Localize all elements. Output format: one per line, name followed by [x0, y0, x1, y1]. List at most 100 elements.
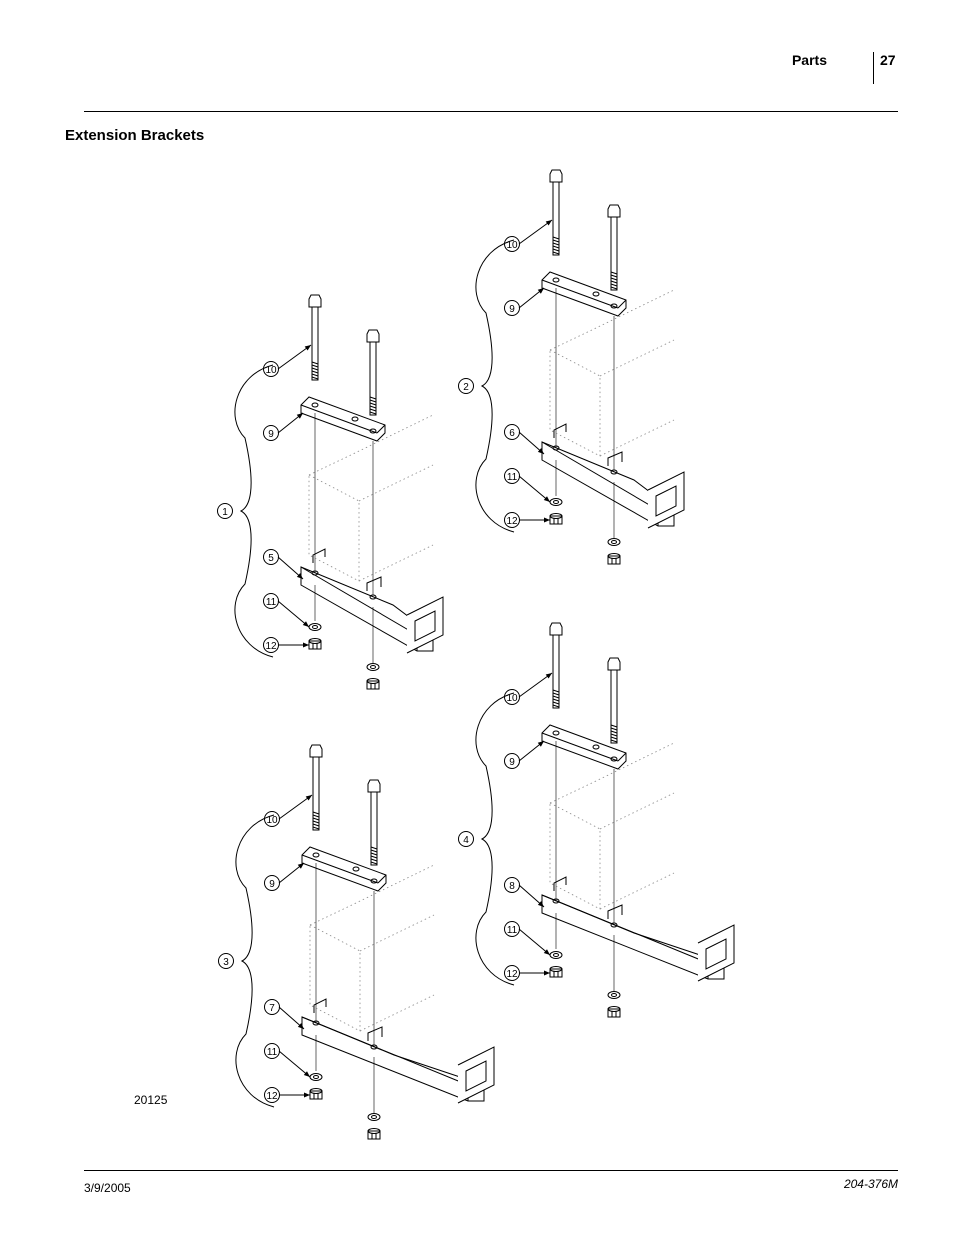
assembly-brace: [475, 239, 515, 533]
callout-label: 9: [269, 879, 275, 890]
nut: [549, 968, 563, 978]
leader-arrow: [544, 517, 550, 523]
leader-arrow: [537, 288, 544, 294]
leader-arrow: [303, 642, 309, 648]
leader-line: [518, 928, 551, 956]
leader-line: [518, 219, 553, 245]
callout-label: 1: [222, 507, 228, 518]
leader-arrow: [545, 220, 552, 226]
bolt: [308, 294, 322, 381]
leader-line: [278, 1050, 311, 1078]
clip-tab: [313, 998, 327, 1013]
page-number: 27: [880, 52, 896, 68]
callout-label: 12: [265, 641, 277, 652]
assembly-brace: [235, 814, 275, 1108]
clamp-plate: [301, 846, 387, 892]
bolt: [367, 779, 381, 866]
leader-arrow: [543, 496, 550, 502]
callout-label: 3: [223, 957, 229, 968]
washer: [549, 498, 563, 506]
leader-arrow: [305, 795, 312, 801]
callout-label: 10: [265, 365, 277, 376]
footer-date: 3/9/2005: [84, 1181, 131, 1195]
clip-tab: [553, 876, 567, 891]
assembly-brace: [475, 692, 515, 986]
callout-label: 11: [266, 597, 277, 608]
clip-tab: [607, 904, 623, 919]
callout-label: 4: [463, 835, 469, 846]
callout-label: 2: [463, 382, 469, 393]
nut: [607, 1008, 621, 1018]
leader-arrow: [543, 949, 550, 955]
bolt: [607, 204, 621, 291]
bolt-shank: [610, 669, 618, 744]
washer: [367, 1113, 381, 1121]
phantom-frame: [309, 924, 361, 1032]
header-divider: [873, 52, 874, 84]
washer: [309, 1073, 323, 1081]
callout-balloon: [218, 953, 234, 969]
leader-arrow: [302, 621, 309, 627]
bolt-shank: [370, 791, 378, 866]
clip-tab: [367, 1026, 383, 1041]
phantom-frame: [308, 474, 360, 582]
callout-label: 10: [506, 693, 518, 704]
callout-label: 12: [506, 516, 518, 527]
bolt-head: [309, 744, 323, 758]
leader-arrow: [537, 741, 544, 747]
bolt-shank: [369, 341, 377, 416]
callout-label: 6: [509, 428, 515, 439]
leader-arrow: [537, 448, 544, 454]
leader-arrow: [296, 573, 303, 579]
callout-label: 10: [266, 815, 278, 826]
nut: [366, 680, 380, 690]
washer: [607, 991, 621, 999]
callout-label: 11: [267, 1047, 278, 1058]
callout-balloon: [458, 378, 474, 394]
figure-number: 20125: [134, 1093, 168, 1107]
bolt-head: [308, 294, 322, 308]
callout-label: 11: [507, 472, 518, 483]
bolt-shank: [311, 306, 319, 381]
leader-arrow: [297, 1023, 304, 1029]
callout-balloon: [458, 831, 474, 847]
nut: [367, 1130, 381, 1140]
bolt: [607, 657, 621, 744]
leader-line: [278, 794, 313, 820]
leader-arrow: [297, 863, 304, 869]
washer: [366, 663, 380, 671]
extension-bracket: [541, 876, 735, 982]
bolt-shank: [552, 181, 560, 256]
bolt: [549, 169, 563, 256]
clip-tab: [312, 548, 326, 563]
leader-line: [518, 475, 551, 503]
bolt-head: [607, 657, 621, 671]
leader-arrow: [296, 413, 303, 419]
clamp-plate: [541, 724, 627, 770]
callout-label: 11: [507, 925, 518, 936]
clamp-plate: [300, 396, 386, 442]
leader-line: [518, 672, 553, 698]
leader-arrow: [304, 345, 311, 351]
bolt-head: [549, 622, 563, 636]
callout-label: 7: [269, 1003, 275, 1014]
washer: [607, 538, 621, 546]
nut: [309, 1090, 323, 1100]
nut: [308, 640, 322, 650]
bolt: [549, 622, 563, 709]
nut: [549, 515, 563, 525]
leader-line: [277, 600, 310, 628]
leader-arrow: [304, 1092, 310, 1098]
callout-label: 5: [268, 553, 274, 564]
leader-arrow: [537, 901, 544, 907]
callout-label: 12: [506, 969, 518, 980]
clamp-plate: [541, 271, 627, 317]
page-title: Extension Brackets: [65, 127, 205, 144]
extension-bracket: [301, 998, 495, 1104]
callout-label: 10: [506, 240, 518, 251]
leader-arrow: [545, 673, 552, 679]
